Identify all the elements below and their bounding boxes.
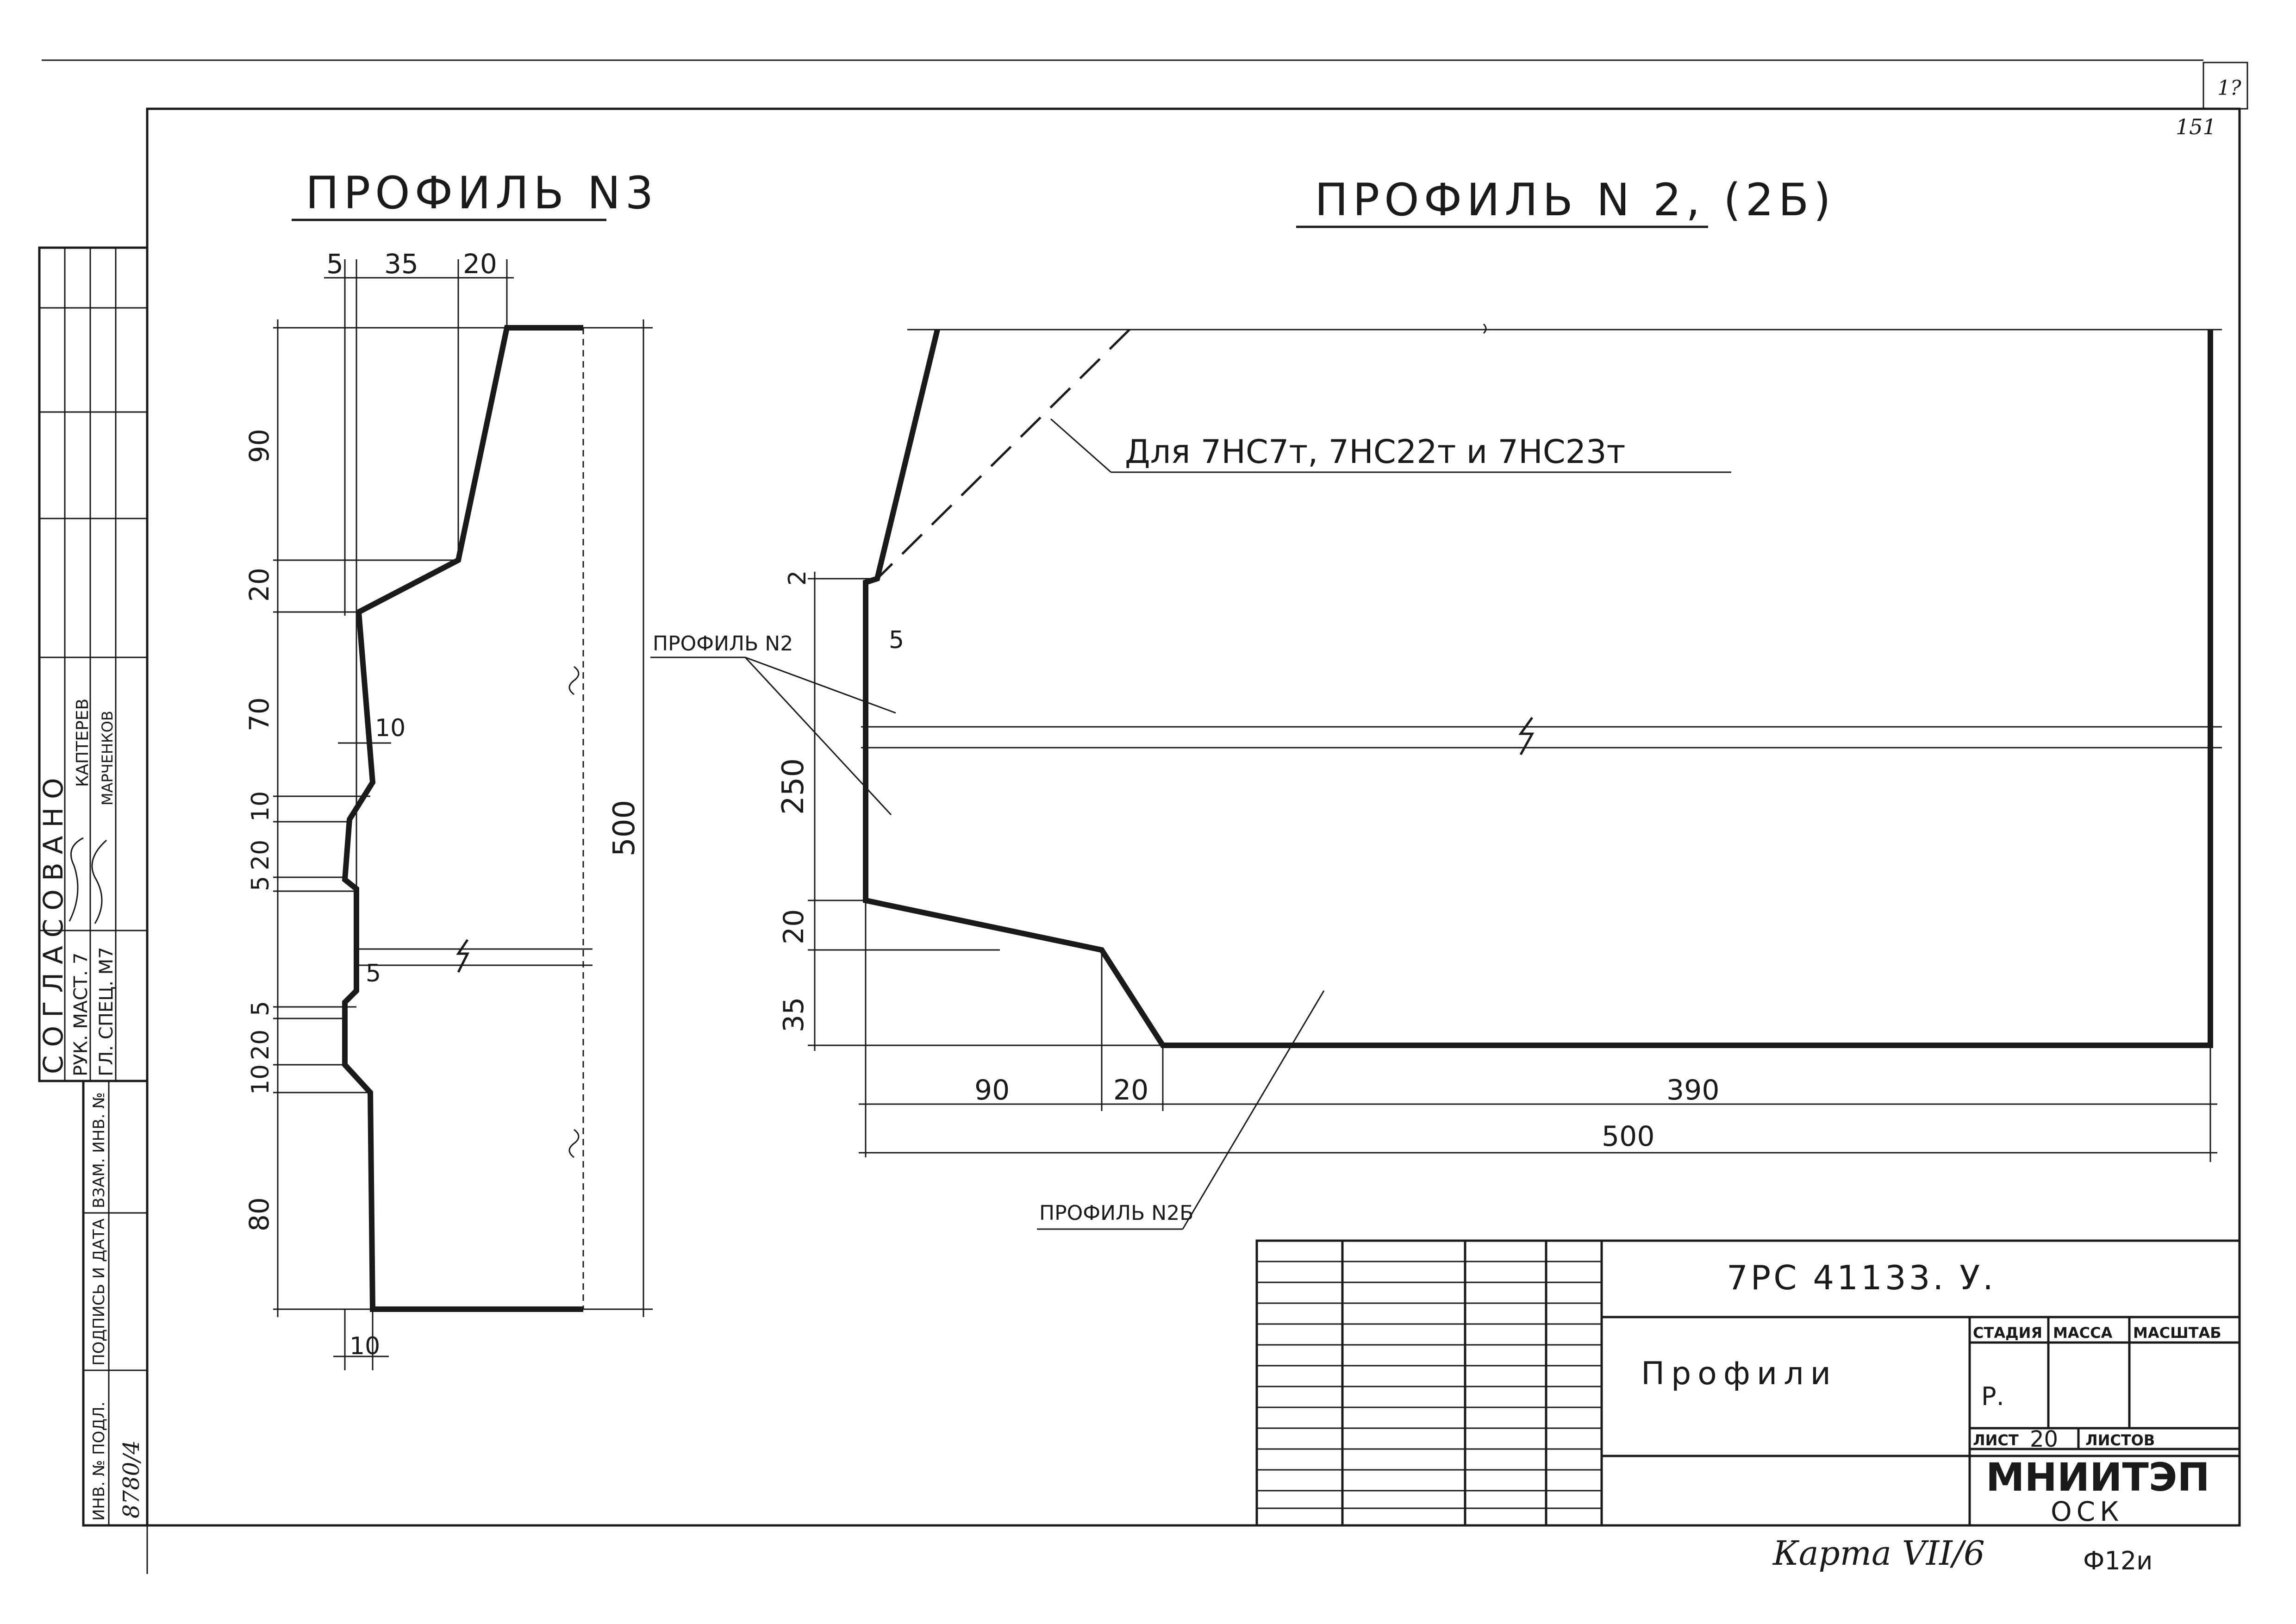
profile-3-outline — [342, 325, 583, 1312]
profile-3-dim-80: 80 — [243, 1197, 275, 1231]
profile-3: ПРОФИЛЬ N3 5 35 20 90 20 70 — [243, 167, 658, 1370]
profile-3-break-lower — [568, 1129, 580, 1158]
profile-3-title: ПРОФИЛЬ N3 — [306, 167, 658, 219]
profile-3-dim-10b: 10 — [247, 1064, 275, 1095]
sheet-label: ЛИСТ — [1973, 1431, 2019, 1449]
profile-3-dim-20c: 20 — [247, 1030, 275, 1060]
profile-3-dim-5b: 5 — [247, 1001, 275, 1016]
stamp-signature: 8780/4 — [119, 1440, 144, 1518]
profile-2-dim-20b: 20 — [1113, 1074, 1148, 1106]
profile-3-break-zigzag — [456, 939, 470, 973]
profile-3-dim-bottom-10: 10 — [349, 1332, 380, 1360]
profile-3-dim-top-35: 35 — [384, 248, 418, 280]
profile-2-top-break — [1483, 323, 1487, 334]
approval-role-1: РУК. МАСТ. 7 — [70, 953, 92, 1076]
approval-heading: СОГЛАСОВАНО — [37, 769, 69, 1074]
profile-2-label-n2: ПРОФИЛЬ N2 — [653, 632, 793, 656]
profile-2-dim-20: 20 — [778, 909, 810, 944]
sheets-label: ЛИСТОВ — [2085, 1431, 2155, 1449]
profile-3-dim-20b: 20 — [247, 840, 275, 870]
title-block: 7РС 41133. У. Профили СТАДИЯ МАССА МАСШТ… — [1255, 1239, 2241, 1527]
signature-scribble-1 — [69, 837, 84, 922]
profile-2-note-leader — [1050, 418, 1111, 473]
organization: МНИИТЭП — [1986, 1455, 2210, 1500]
approval-name-1: КАПТЕРЕВ — [73, 699, 92, 787]
profile-2-dim-35: 35 — [778, 997, 810, 1032]
header-scale: МАСШТАБ — [2133, 1324, 2221, 1342]
corner-box — [2202, 62, 2248, 110]
header-stage: СТАДИЯ — [1973, 1324, 2042, 1342]
profile-3-dim-90: 90 — [243, 429, 275, 463]
profile-2-label-n2-leader-1 — [745, 656, 896, 714]
profile-3-dim-inner-5: 5 — [366, 960, 381, 987]
drawing-name: Профили — [1641, 1355, 1837, 1392]
drawing-code: 7РС 41133. У. — [1727, 1258, 1996, 1297]
profile-2-title: ПРОФИЛЬ N 2, (2Б) — [1315, 174, 1835, 226]
header-mass: МАССА — [2053, 1324, 2113, 1342]
signature-scribble-2 — [91, 839, 107, 924]
profile-2-dim-390: 390 — [1666, 1074, 1720, 1106]
profile-2-note: Для 7НС7т, 7НС22т и 7НС23т — [1125, 433, 1625, 471]
stage-value: Р. — [1981, 1382, 2004, 1411]
approval-name-2: МАРЧЕНКОВ — [99, 711, 116, 806]
profile-3-dim-top-20: 20 — [463, 248, 497, 280]
profile-2-dim-90: 90 — [974, 1074, 1010, 1106]
profile-2: ПРОФИЛЬ N 2, (2Б) Для 7НС7т, 7НС22т и 7Н… — [650, 174, 2222, 1230]
stamp-signature-date: ПОДПИСЬ И ДАТА — [90, 1218, 108, 1366]
profile-3-dim-top-5: 5 — [326, 248, 343, 280]
profile-3-break-upper — [568, 666, 580, 695]
profile-2-dim-2: 2 — [784, 570, 811, 586]
profile-2-dashed-chamfer — [876, 329, 1130, 580]
profile-3-dim-70: 70 — [243, 697, 275, 731]
inventory-stamp: ВЗАМ. ИНВ. № ПОДПИСЬ И ДАТА ИНВ. № ПОДЛ.… — [82, 1080, 149, 1527]
sheet-number: 151 — [2176, 114, 2216, 139]
sheet-value: 20 — [2030, 1426, 2058, 1452]
drawing-frame — [146, 107, 2241, 1527]
profile-2-break-zigzag — [1518, 717, 1535, 756]
footer-card: Карта VII/6 — [1772, 1534, 1985, 1573]
stamp-replace-inv: ВЗАМ. ИНВ. № — [90, 1092, 108, 1208]
profile-3-dim-500: 500 — [607, 800, 642, 856]
profile-2-label-n2b-leader — [1182, 990, 1325, 1230]
profile-3-dim-5a: 5 — [247, 876, 275, 891]
approval-stamp: СОГЛАСОВАНО РУК. МАСТ. 7 ГЛ. СПЕЦ. М7 КА… — [37, 246, 149, 1082]
title-block-frame — [1255, 1239, 2241, 1527]
corner-mark: 1? — [2217, 76, 2241, 100]
profile-3-dim-inner-10: 10 — [375, 714, 406, 742]
profile-2-label-n2-leader-2 — [744, 656, 892, 816]
profile-2-dim-5: 5 — [889, 626, 904, 654]
stamp-orig-inv: ИНВ. № ПОДЛ. — [90, 1402, 108, 1521]
profile-3-dim-10a: 10 — [247, 791, 275, 822]
approval-role-2: ГЛ. СПЕЦ. М7 — [96, 947, 117, 1076]
profile-2-dim-250: 250 — [776, 758, 811, 815]
department: ОСК — [2051, 1496, 2123, 1527]
footer-format: Ф12и — [2083, 1546, 2152, 1575]
profile-2-dim-500: 500 — [1602, 1120, 1655, 1153]
profile-3-dim-20a: 20 — [243, 568, 275, 602]
profile-2-label-n2b: ПРОФИЛЬ N2Б — [1039, 1201, 1193, 1225]
